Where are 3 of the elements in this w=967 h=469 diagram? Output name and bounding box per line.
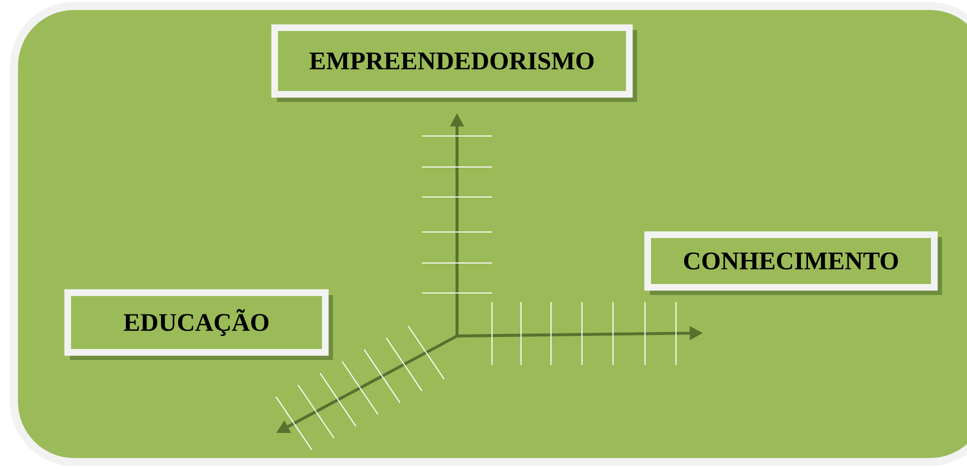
label-box: EMPREENDEDORISMO [271,24,637,102]
label-box: CONHECIMENTO [644,231,942,295]
label-box: EDUCAÇÃO [64,289,333,360]
